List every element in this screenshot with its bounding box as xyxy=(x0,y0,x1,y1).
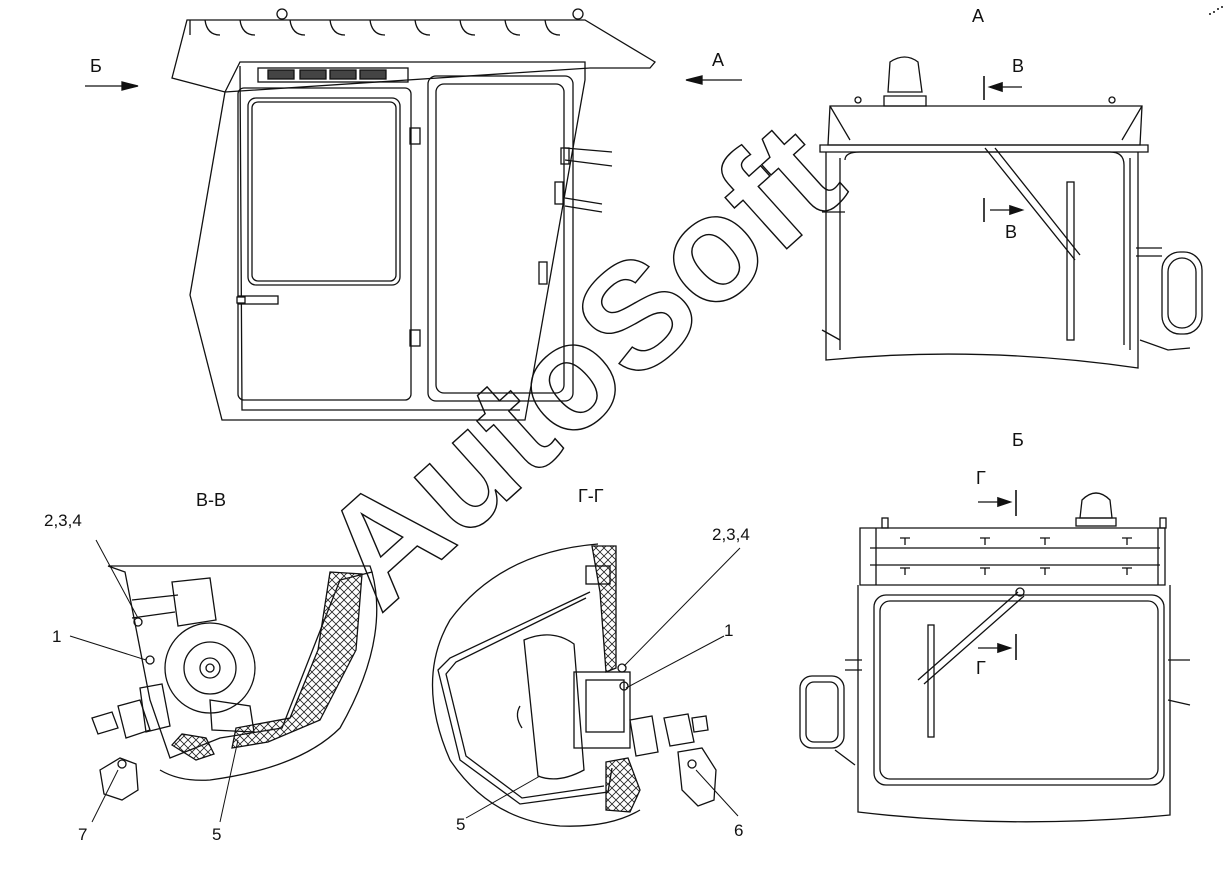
section-label-v-bottom: В xyxy=(1005,222,1017,242)
view-title-b: Б xyxy=(1012,430,1024,450)
section-marks-g xyxy=(978,490,1017,660)
section-label-g-bottom: Г xyxy=(976,658,986,678)
callout-gg-234: 2,3,4 xyxy=(712,525,750,544)
corner-mark-icon xyxy=(1209,6,1223,15)
arrow-label-b: Б xyxy=(90,56,102,76)
section-vv-drawing xyxy=(69,539,378,823)
view-b-drawing xyxy=(799,492,1191,823)
section-marks-v xyxy=(983,76,1025,222)
callout-gg-5: 5 xyxy=(456,815,465,834)
section-label-g-top: Г xyxy=(976,468,986,488)
view-title-a: А xyxy=(972,6,984,26)
view-a-drawing xyxy=(819,56,1203,369)
callout-vv-5: 5 xyxy=(212,825,221,844)
section-label-v-top: В xyxy=(1012,56,1024,76)
callout-vv-234: 2,3,4 xyxy=(44,511,82,530)
section-title-gg: Г-Г xyxy=(578,486,604,506)
callout-vv-1: 1 xyxy=(52,627,61,646)
arrow-label-a: А xyxy=(712,50,724,70)
callout-gg-1: 1 xyxy=(724,621,733,640)
cab-side-view xyxy=(171,8,656,421)
section-gg-drawing xyxy=(431,543,741,827)
callout-vv-7: 7 xyxy=(78,825,87,844)
watermark-logo: AutoSoft xyxy=(289,90,872,638)
callout-gg-6: 6 xyxy=(734,821,743,840)
section-title-vv: В-В xyxy=(196,490,226,510)
direction-arrows-cab xyxy=(85,75,742,91)
